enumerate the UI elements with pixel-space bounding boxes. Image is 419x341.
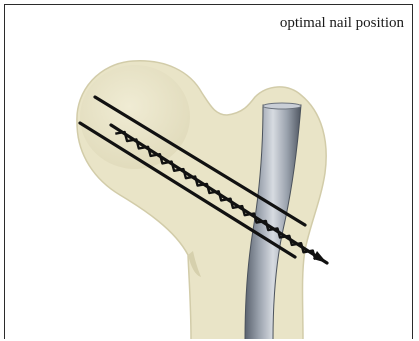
figure-frame: optimal nail position (4, 4, 413, 339)
femoral-head-shade (80, 65, 190, 169)
nail-top (263, 103, 301, 109)
figure-caption: optimal nail position (280, 15, 404, 32)
femur-diagram (5, 5, 413, 339)
screw-tip (313, 251, 327, 263)
